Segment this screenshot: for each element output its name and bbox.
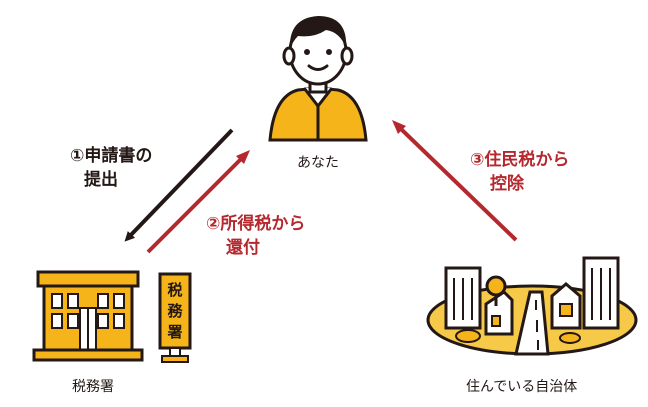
town-icon [426, 256, 638, 356]
tax-office-signboard: 税 務 署 [158, 272, 192, 363]
arrow-resident-tax-deduction [392, 120, 518, 242]
node-municipality-label: 住んでいる自治体 [466, 379, 578, 395]
flow-2-line-2: 還付 [226, 238, 260, 258]
flow-1-label: ①申請書の 提出 [70, 144, 152, 192]
node-tax-office-label: 税務署 [72, 379, 114, 395]
sign-char-3: 署 [166, 323, 182, 341]
person-icon [268, 16, 368, 142]
arrow-application [124, 128, 234, 242]
sign-char-2: 務 [167, 302, 183, 320]
flow-3-label: ③住民税から 控除 [470, 148, 569, 196]
flow-3-line-2: 控除 [490, 174, 524, 194]
flow-2-label: ②所得税から 還付 [206, 212, 305, 260]
arrow-income-tax-refund [146, 150, 250, 254]
flow-3-line-1: ③住民税から [470, 150, 570, 170]
node-you-label: あなた [297, 155, 339, 171]
sign-char-1: 税 [167, 281, 182, 299]
flow-2-line-1: ②所得税から [206, 214, 306, 234]
flow-1-line-1: ①申請書の [70, 146, 153, 166]
tax-office-building-icon [32, 270, 144, 362]
flow-1-line-2: 提出 [84, 170, 118, 190]
